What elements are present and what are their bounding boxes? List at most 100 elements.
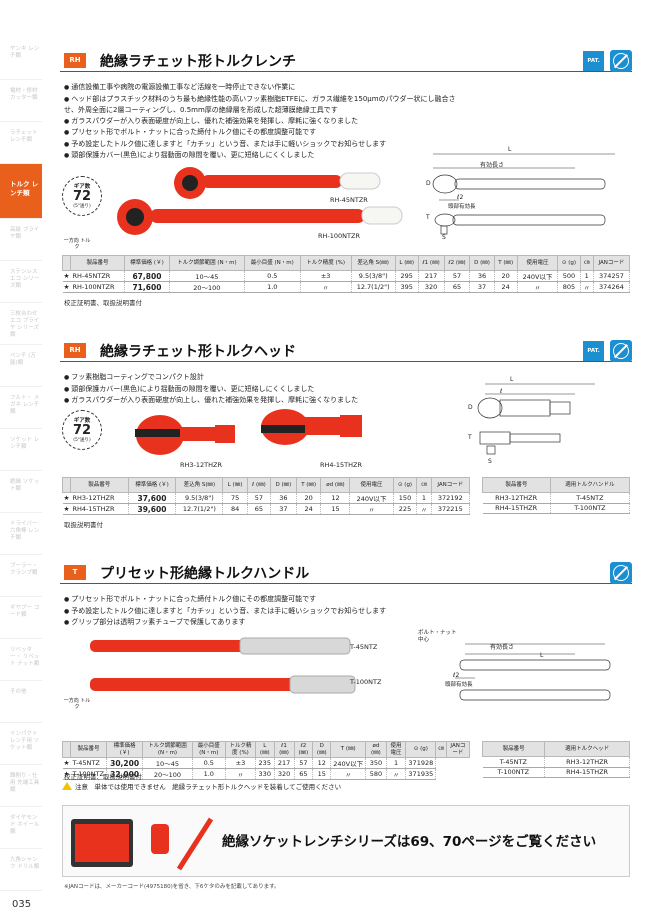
table-cell: 57 — [444, 270, 471, 282]
table-cell: 〃 — [300, 281, 352, 293]
sidebar-item[interactable]: リベッター・ リベット ナット類 — [0, 639, 42, 681]
feature-item: プリセット形でボルト・ナットに合った締付トルク値にその都度調整可能です — [64, 127, 464, 139]
sidebar-item[interactable]: 難削り・仕用 先端工具類 — [0, 765, 42, 807]
diagram1-s: S — [442, 234, 446, 241]
table-cell: T-100NTZ — [550, 503, 631, 514]
table-cell: 67,800 — [124, 270, 170, 282]
dimension-diagram-1 — [432, 153, 615, 235]
table-cell: 65 — [294, 768, 314, 780]
page-number: 035 — [12, 899, 32, 910]
table-cell: 0.5 — [244, 270, 301, 282]
table-header: 製品番号 — [482, 477, 551, 493]
table-header — [62, 255, 71, 271]
sidebar-item[interactable]: ソケット レンチ類 — [0, 429, 42, 471]
sidebar-item[interactable]: ダイヤモンド ホイール類 — [0, 807, 42, 849]
table-cell: 371928 — [405, 757, 437, 769]
table-cell: 〃 — [517, 281, 559, 293]
table-header: ⊙ (g) — [557, 255, 581, 271]
sidebar-item[interactable]: フルト・ メガネ レンチ類 — [0, 387, 42, 429]
table-header: JANコード — [592, 255, 631, 271]
table-cell: T-45NTZ — [70, 757, 107, 769]
table-cell: 217 — [418, 270, 445, 282]
table-cell: 71,600 — [124, 281, 170, 293]
sidebar-item[interactable]: ラチェット レンチ類 — [0, 122, 42, 164]
footer-note: ※JANコードは、メーカーコード(4975180)を省き、下6ケタのみを記載して… — [64, 884, 280, 890]
head-rh3 — [135, 415, 235, 455]
sidebar-item[interactable]: 九角シャンク ドリル類 — [0, 849, 42, 891]
table-header: L (㎜) — [394, 255, 419, 271]
table-cell: 240V以下 — [517, 270, 559, 282]
feature-item: 頭部保護カバー(黒色)により揺動面の隙間を覆い、更に短絡しにくくしました — [64, 150, 464, 162]
section3-note: 校正証明書、取扱説明書付 — [64, 773, 142, 781]
table-header — [62, 741, 71, 758]
sidebar-item[interactable]: ブーラー・ クランプ類 — [0, 555, 42, 597]
sidebar: ヤンキ レンチ類電材・修材 カッター類ラチェット レンチ類トルク レンチ類高級 … — [0, 38, 42, 891]
table-header: T (㎜) — [330, 741, 367, 758]
table-cell: 32,000 — [106, 768, 144, 780]
table-cell: ★ — [62, 768, 71, 780]
table-cell: 20 — [494, 270, 518, 282]
sidebar-item[interactable]: インパクト レンチ用 ソケット類 — [0, 723, 42, 765]
feature-item: 予め設定したトルク値に達しますと「カチッ」という音、または手に軽いショックでお知… — [64, 139, 464, 151]
warning-icon — [62, 782, 72, 790]
section3-tag: T — [64, 565, 86, 580]
product-label-t45: T-45NTZ — [350, 643, 378, 651]
table-cell: 580 — [365, 768, 387, 780]
section1-title: 絶縁ラチェット形トルクレンチ — [100, 54, 296, 70]
table-cell: 372215 — [431, 503, 471, 515]
product-label-t100: T-100NTZ — [350, 678, 382, 686]
table-cell: 10～45 — [169, 270, 245, 282]
sidebar-item[interactable]: ギヤプー コード類 — [0, 597, 42, 639]
section1-tag: RH — [64, 53, 86, 68]
one-way-label: 一方向 トルク — [63, 238, 91, 250]
section3-features: プリセット形でボルト・ナットに合った締付トルク値にその都度調整可能です予め設定し… — [64, 594, 464, 629]
diagram1-t: T — [426, 214, 430, 221]
diagram1-effective: 有効長さ — [480, 162, 505, 169]
table-cell: 36 — [469, 270, 495, 282]
table-cell: 57 — [247, 492, 272, 504]
sidebar-item[interactable]: 絶縁 ソケット類 — [0, 471, 42, 513]
table-cell: 500 — [557, 270, 581, 282]
sidebar-item[interactable]: ヤンキ レンチ類 — [0, 38, 42, 80]
table-cell: 24 — [494, 281, 518, 293]
table-cell: 37,600 — [128, 492, 177, 504]
table-cell: 65 — [247, 503, 272, 515]
sidebar-item[interactable]: ペンチ (万能)類 — [0, 345, 42, 387]
feature-item: フッ素樹脂コーティングでコンパクト設計 — [64, 372, 404, 384]
sidebar-item[interactable]: 電材・修材 カッター類 — [0, 80, 42, 122]
table-cell: 805 — [557, 281, 581, 293]
table-header: D (㎜) — [312, 741, 332, 758]
sidebar-item[interactable]: トルク レンチ類 — [0, 164, 42, 219]
handle-t45 — [90, 637, 351, 655]
section2-tag: RH — [64, 343, 86, 358]
sidebar-item[interactable]: 高級 プライヤ類 — [0, 219, 42, 261]
diagram3-head: 頭部有効長 — [445, 682, 473, 688]
diagram3-center: ボルト・ナット 中心 — [418, 630, 457, 643]
socket-series-banner — [62, 805, 630, 877]
gear-label-2: ギア数 — [73, 418, 91, 424]
dimension-diagram-3 — [455, 643, 611, 701]
gear-sub: (5°送り) — [73, 204, 91, 209]
table-header: ⊙ (g) — [392, 477, 418, 493]
table-header: トルク精度 (%) — [224, 741, 256, 758]
feature-item: 通信設備工事や病院の電源設備工事など活線を一時停止できない作業に — [64, 82, 464, 94]
table-header: 標準価格 (￥) — [105, 741, 144, 758]
sidebar-item[interactable]: ステンレス エコ シリーズ類 — [0, 261, 42, 303]
sidebar-item[interactable]: 三枚合わせ エコ プライヤ シリーズ類 — [0, 303, 42, 345]
table-cell: 39,600 — [128, 503, 177, 515]
table-header: ℓ2 (㎜) — [293, 741, 314, 758]
table-cell: ★ — [62, 757, 71, 769]
product-label-rh45: RH-45NTZR — [330, 196, 368, 204]
section2-title: 絶縁ラチェット形トルクヘッド — [100, 344, 296, 360]
table-cell: T-100NTZ — [482, 767, 546, 778]
table-header: ℓ1 (㎜) — [273, 741, 295, 758]
handle-illustration — [90, 637, 356, 694]
sidebar-item[interactable]: その他 — [0, 681, 42, 723]
product-label-rh3: RH3-12THZR — [180, 461, 222, 469]
sidebar-item[interactable]: ドライバー 六角棒 レンチ類 — [0, 513, 42, 555]
